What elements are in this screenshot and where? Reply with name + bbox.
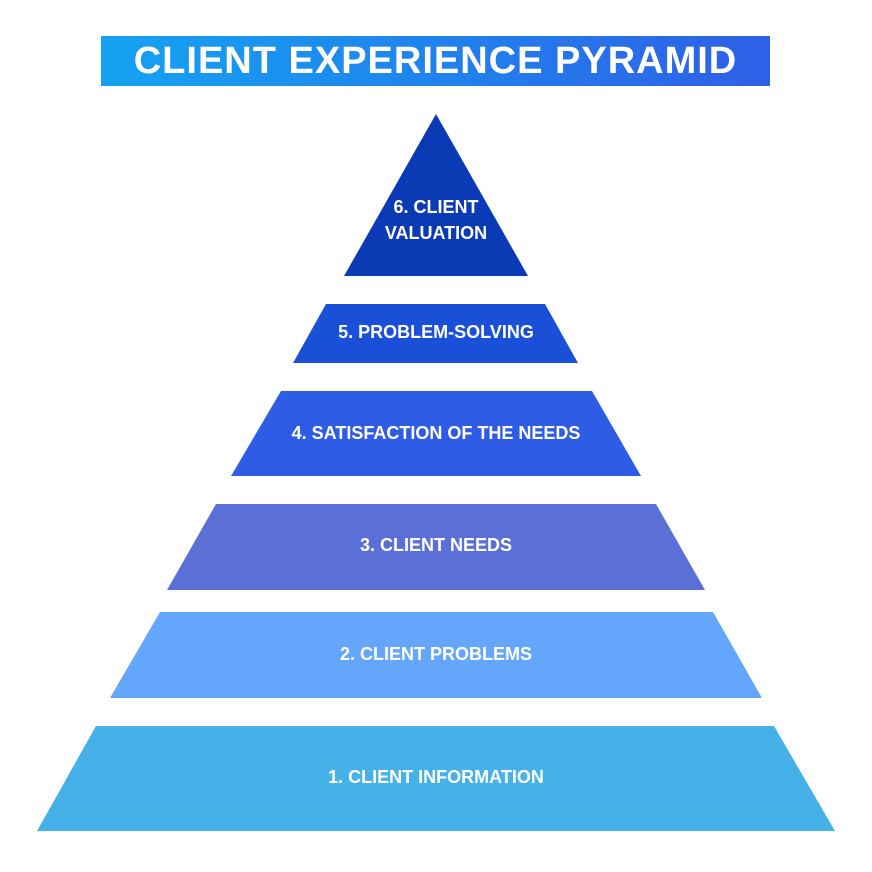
pyramid-level-6-label: VALUATION bbox=[385, 223, 487, 243]
pyramid-level-2 bbox=[110, 612, 762, 698]
pyramid-level-6 bbox=[344, 114, 528, 276]
pyramid-levels: 1. CLIENT INFORMATION 2. CLIENT PROBLEMS 3… bbox=[37, 114, 835, 831]
pyramid-level-5-label: 5. PROBLEM-SOLVING bbox=[338, 322, 534, 342]
pyramid-level-3 bbox=[167, 504, 705, 590]
pyramid-level-2-label: 2. CLIENT PROBLEMS bbox=[340, 644, 532, 664]
page-title: CLIENT EXPERIENCE PYRAMID bbox=[133, 39, 738, 82]
pyramid-level-1 bbox=[37, 726, 835, 831]
pyramid-level-3-label: 3. CLIENT NEEDS bbox=[360, 535, 512, 555]
pyramid-level-1-label: 1. CLIENT INFORMATION bbox=[328, 767, 544, 787]
pyramid-level-5 bbox=[293, 304, 578, 363]
pyramid-level-4-label: 4. SATISFACTION OF THE NEEDS bbox=[292, 423, 581, 443]
pyramid-level-6-label: 6. CLIENT bbox=[393, 197, 478, 217]
title-banner: CLIENT EXPERIENCE PYRAMID bbox=[101, 36, 770, 86]
pyramid-level-4 bbox=[231, 391, 641, 476]
